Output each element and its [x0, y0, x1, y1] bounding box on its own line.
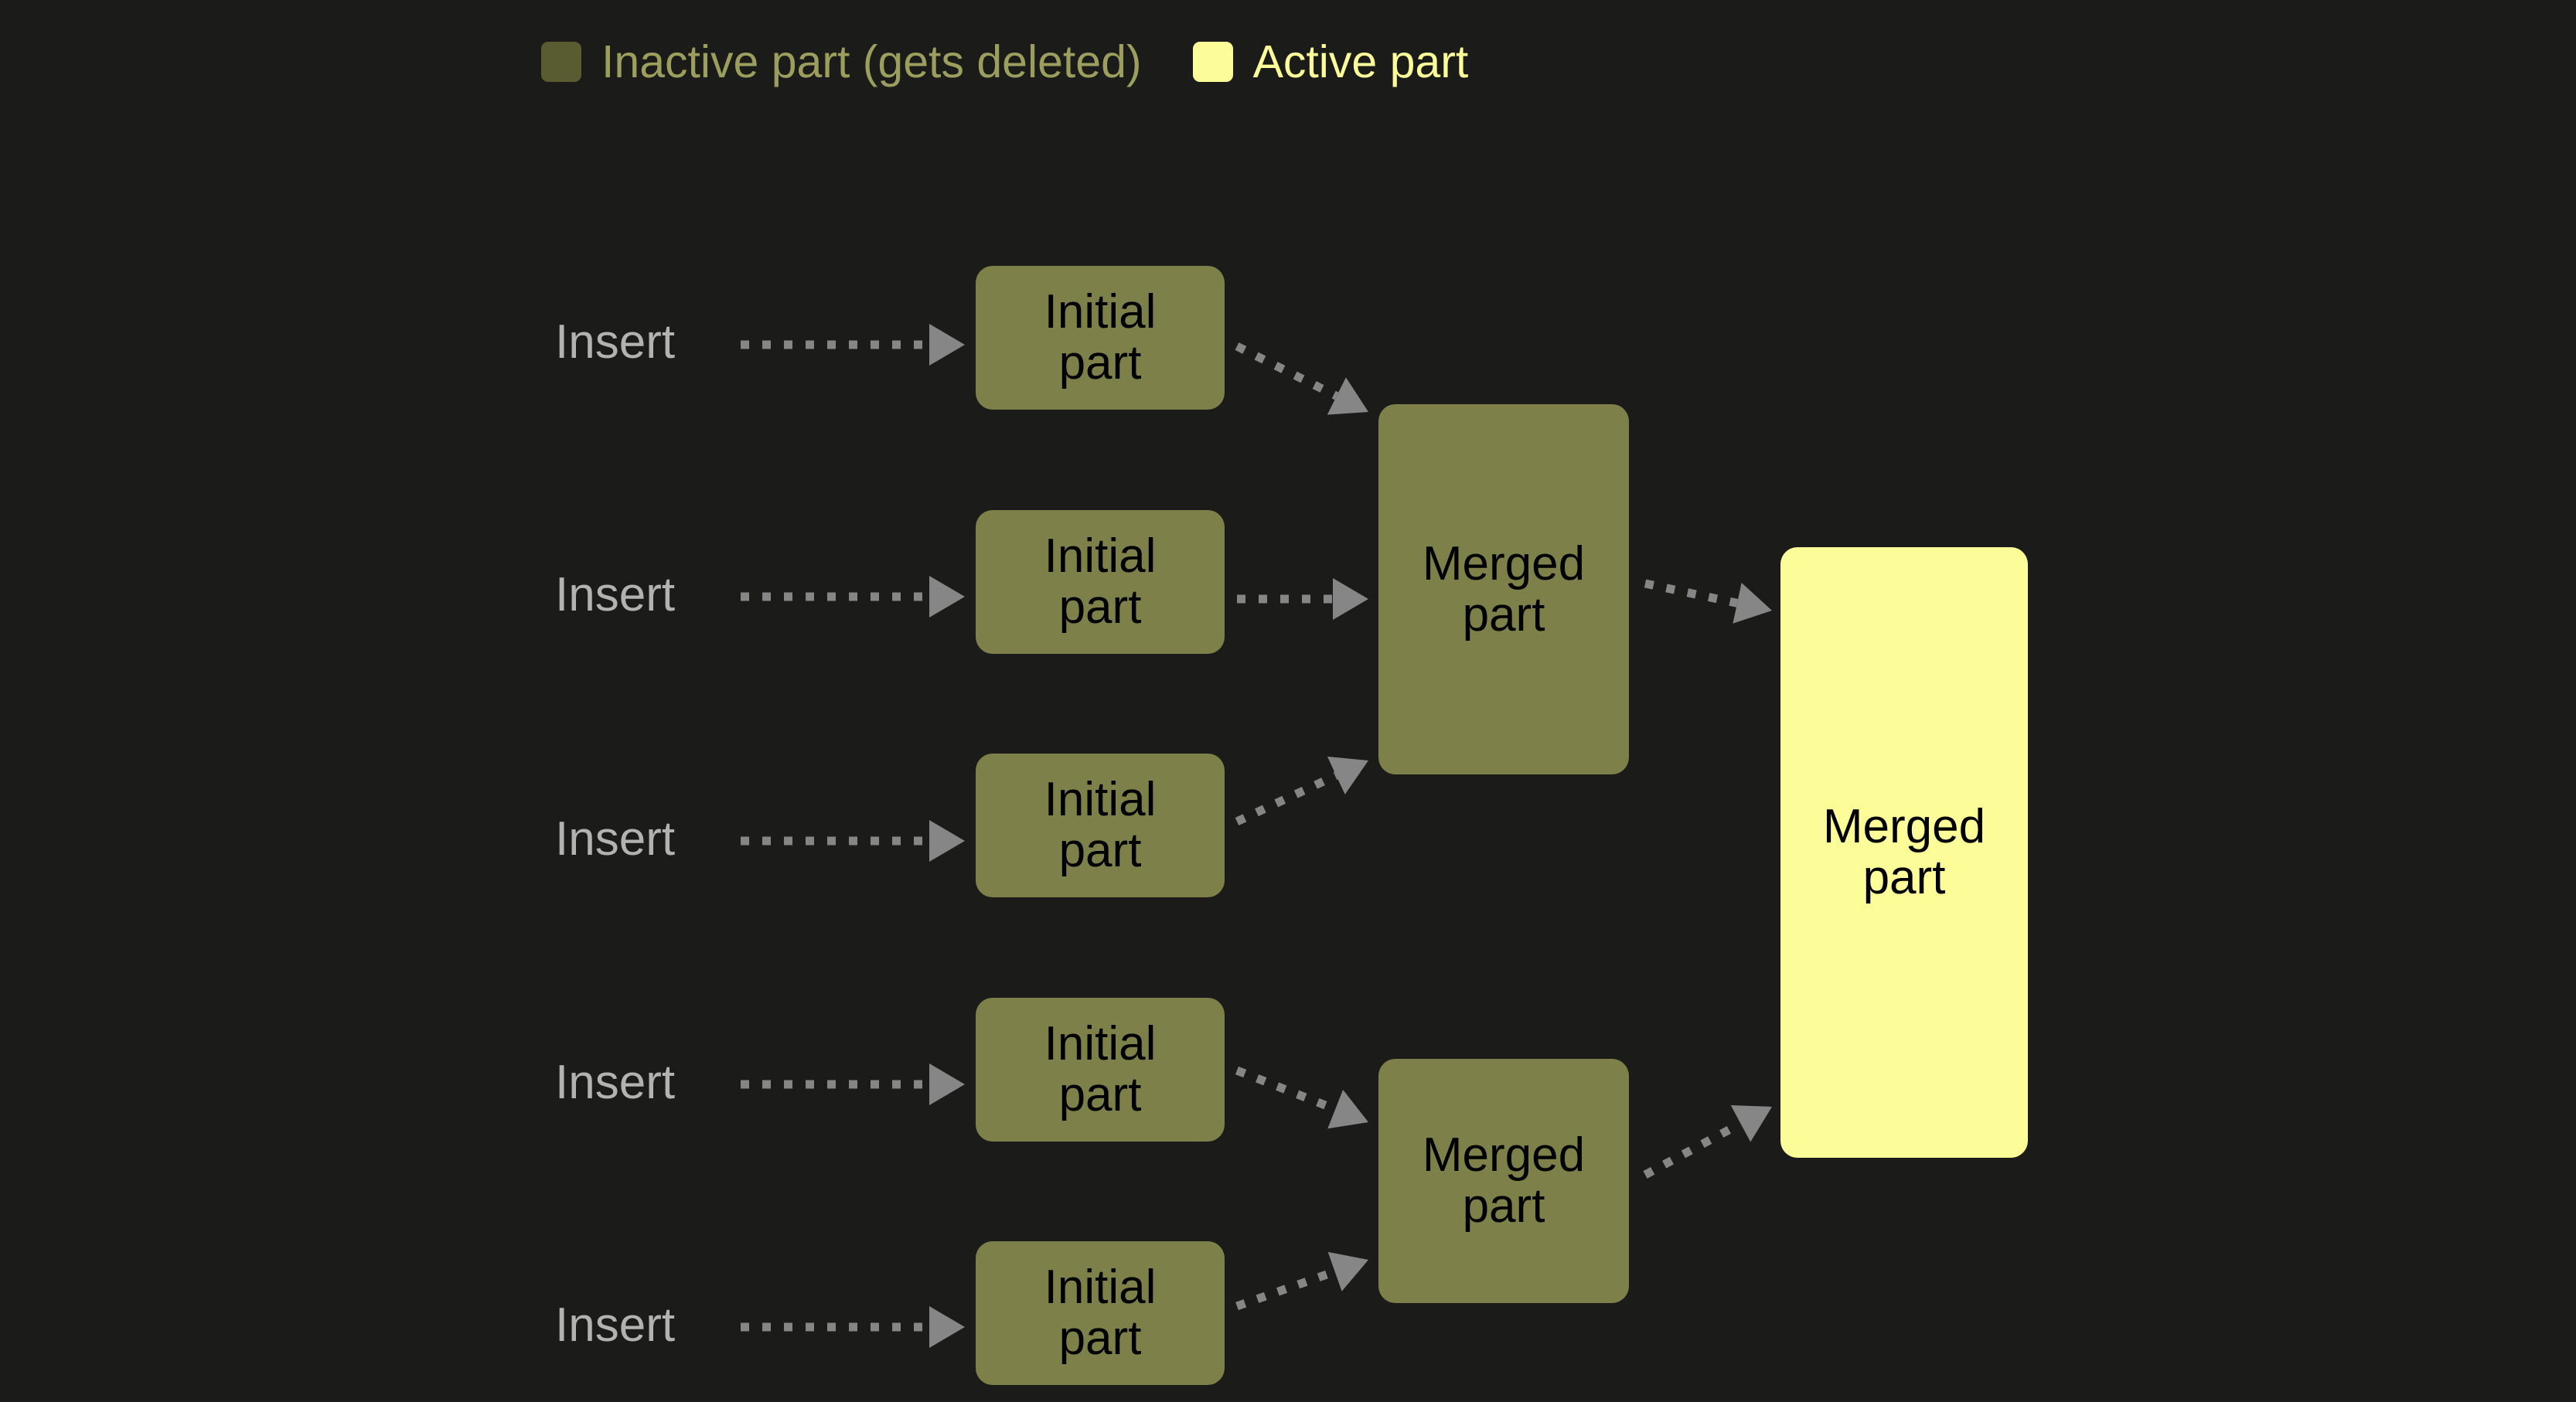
edge-arrowhead-insert-1-to-initial-1	[929, 324, 965, 366]
legend-label-inactive: Inactive part (gets deleted)	[601, 36, 1142, 87]
edge-line-initial-5-to-merged-bottom	[1235, 1268, 1337, 1311]
legend: Inactive part (gets deleted) Active part	[541, 23, 1468, 100]
legend-item-inactive: Inactive part (gets deleted)	[541, 39, 1142, 85]
edge-arrowhead-insert-4-to-initial-4	[929, 1063, 965, 1105]
edge-line-merged-bottom-to-merged-final	[1643, 1119, 1743, 1179]
edge-arrowhead-insert-5-to-initial-5	[929, 1306, 965, 1348]
insert-label-2: Insert	[555, 568, 676, 621]
edge-line-initial-4-to-merged-bottom	[1235, 1066, 1337, 1114]
edge-arrowhead-merged-top-to-merged-final	[1733, 582, 1772, 624]
inactive-part-swatch-icon	[541, 42, 581, 82]
edge-arrowhead-initial-1-to-merged-top	[1327, 377, 1368, 415]
edge-arrowhead-initial-2-to-merged-top	[1333, 578, 1368, 620]
edge-arrowhead-initial-5-to-merged-bottom	[1327, 1251, 1368, 1291]
insert-label-1: Insert	[555, 315, 676, 369]
edge-arrowhead-insert-2-to-initial-2	[929, 576, 965, 618]
edge-line-initial-3-to-merged-top	[1235, 771, 1338, 825]
edge-arrowhead-initial-3-to-merged-top	[1327, 756, 1368, 795]
edge-arrowhead-initial-4-to-merged-bottom	[1327, 1090, 1368, 1129]
edge-line-initial-1-to-merged-top	[1235, 342, 1339, 400]
insert-label-3: Insert	[555, 812, 676, 866]
active-part-swatch-icon	[1192, 42, 1233, 82]
edge-arrowhead-insert-3-to-initial-3	[929, 820, 965, 862]
insert-label-5: Insert	[555, 1298, 676, 1352]
legend-item-active: Active part	[1192, 36, 1469, 87]
insert-label-4: Insert	[555, 1056, 676, 1109]
legend-label-active: Active part	[1252, 36, 1469, 87]
edge-arrowhead-merged-bottom-to-merged-final	[1730, 1104, 1772, 1142]
edge-line-merged-top-to-merged-final	[1644, 579, 1739, 607]
